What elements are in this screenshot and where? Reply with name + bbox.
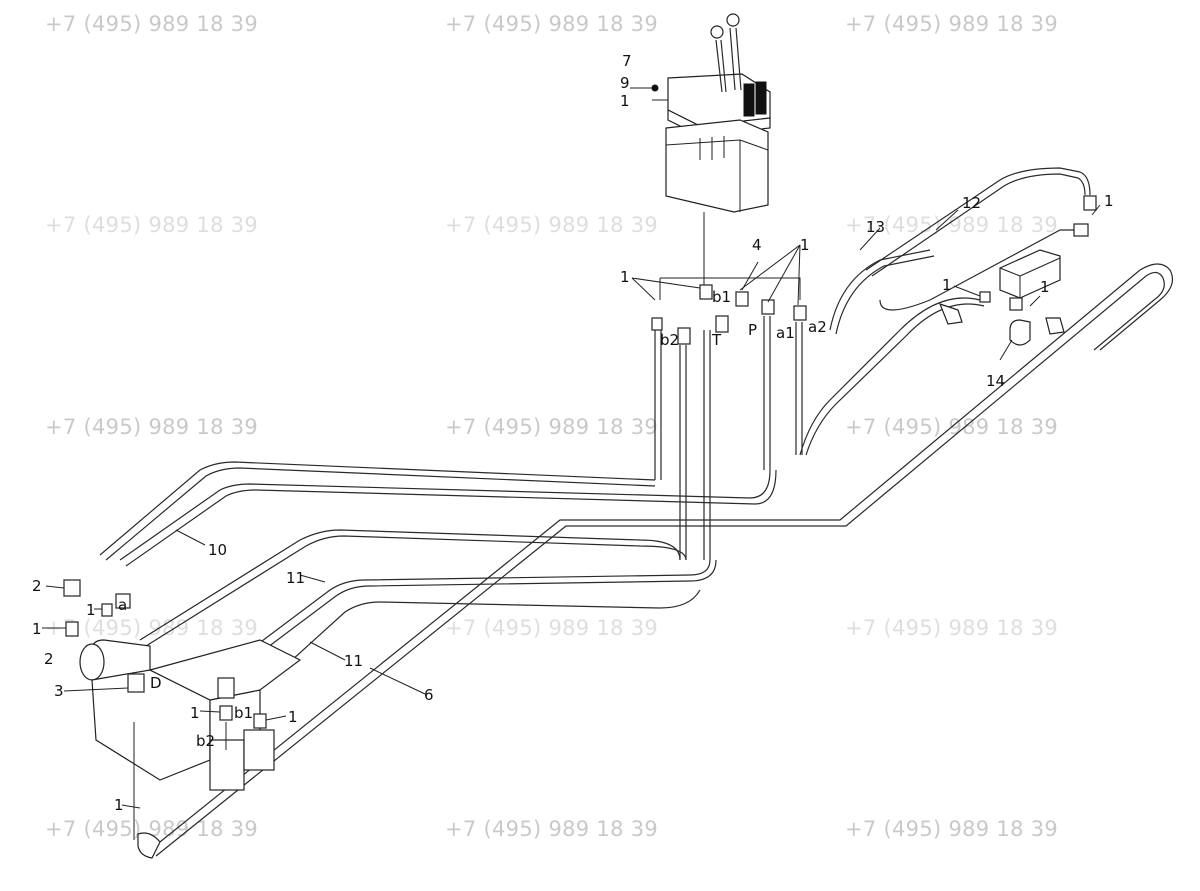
vertical-hoses xyxy=(654,316,803,560)
watermark-row4-right: +7 (495) 989 18 39 xyxy=(845,616,1059,640)
right-valve-block xyxy=(938,195,1097,346)
label-11-upper: 11 xyxy=(286,569,305,587)
watermark-row1-left: +7 (495) 989 18 39 xyxy=(45,12,259,36)
watermark-row2-left: +7 (495) 989 18 39 xyxy=(45,213,259,237)
label-2-lower: 2 xyxy=(44,650,54,668)
label-1-right-block: 1 xyxy=(942,276,952,294)
label-1-left: 1 xyxy=(32,620,42,638)
label-a2-top: a2 xyxy=(808,318,827,336)
label-1-bottom-right: 1 xyxy=(288,708,298,726)
label-1-left-a: 1 xyxy=(86,601,96,619)
label-b2-bottom: b2 xyxy=(196,732,215,750)
label-1-manifold-right: 1 xyxy=(800,236,810,254)
label-11-lower: 11 xyxy=(344,652,363,670)
watermark-row3-left: +7 (495) 989 18 39 xyxy=(45,415,259,439)
control-valve-block xyxy=(665,73,771,213)
callout-labels: 7 9 1 4 1 1 b1 b2 T P a1 a2 12 13 1 1 1 … xyxy=(32,52,1114,814)
label-14: 14 xyxy=(986,372,1005,390)
left-cylinder-assembly xyxy=(63,579,302,859)
label-a1-top: a1 xyxy=(776,324,795,342)
watermark-row2-right: +7 (495) 989 18 39 xyxy=(845,213,1059,237)
label-7: 7 xyxy=(622,52,632,70)
long-pipe-run-11 xyxy=(139,529,717,681)
label-1-right-lower: 1 xyxy=(1040,278,1050,296)
label-6: 6 xyxy=(424,686,434,704)
watermark-row4-mid: +7 (495) 989 18 39 xyxy=(445,616,659,640)
label-9: 9 xyxy=(620,74,630,92)
label-D: D xyxy=(150,674,162,692)
return-pipe-6 xyxy=(149,263,1173,857)
label-10: 10 xyxy=(208,541,227,559)
label-a-left: a xyxy=(118,596,127,614)
watermark-row1-right: +7 (495) 989 18 39 xyxy=(845,12,1059,36)
label-1-bottom: 1 xyxy=(114,796,124,814)
control-levers xyxy=(710,13,742,93)
label-1-b1: 1 xyxy=(190,704,200,722)
label-13: 13 xyxy=(866,218,885,236)
long-pipe-run-10 xyxy=(99,461,777,567)
label-1-valve: 1 xyxy=(620,92,630,110)
label-b1-bottom: b1 xyxy=(234,704,253,722)
label-1-right-top: 1 xyxy=(1104,192,1114,210)
watermark-row1-mid: +7 (495) 989 18 39 xyxy=(445,12,659,36)
watermark-row2-mid: +7 (495) 989 18 39 xyxy=(445,213,659,237)
manifold-ports xyxy=(651,212,807,345)
valve-callouts-7-9 xyxy=(630,84,668,101)
watermark-row3-mid: +7 (495) 989 18 39 xyxy=(445,415,659,439)
watermark-row5-mid: +7 (495) 989 18 39 xyxy=(445,817,659,841)
label-3: 3 xyxy=(54,682,64,700)
watermark-row4-left: +7 (495) 989 18 39 xyxy=(45,616,259,640)
leader-lines xyxy=(42,204,1101,809)
label-T: T xyxy=(711,331,722,349)
label-b2-top: b2 xyxy=(660,331,679,349)
label-P: P xyxy=(748,321,757,339)
label-b1-top: b1 xyxy=(712,288,731,306)
label-12: 12 xyxy=(962,194,981,212)
right-pipe-12 xyxy=(829,167,1091,335)
watermark-row5-right: +7 (495) 989 18 39 xyxy=(845,817,1059,841)
label-4: 4 xyxy=(752,236,762,254)
label-1-manifold-left: 1 xyxy=(620,268,630,286)
label-2-upper: 2 xyxy=(32,577,42,595)
